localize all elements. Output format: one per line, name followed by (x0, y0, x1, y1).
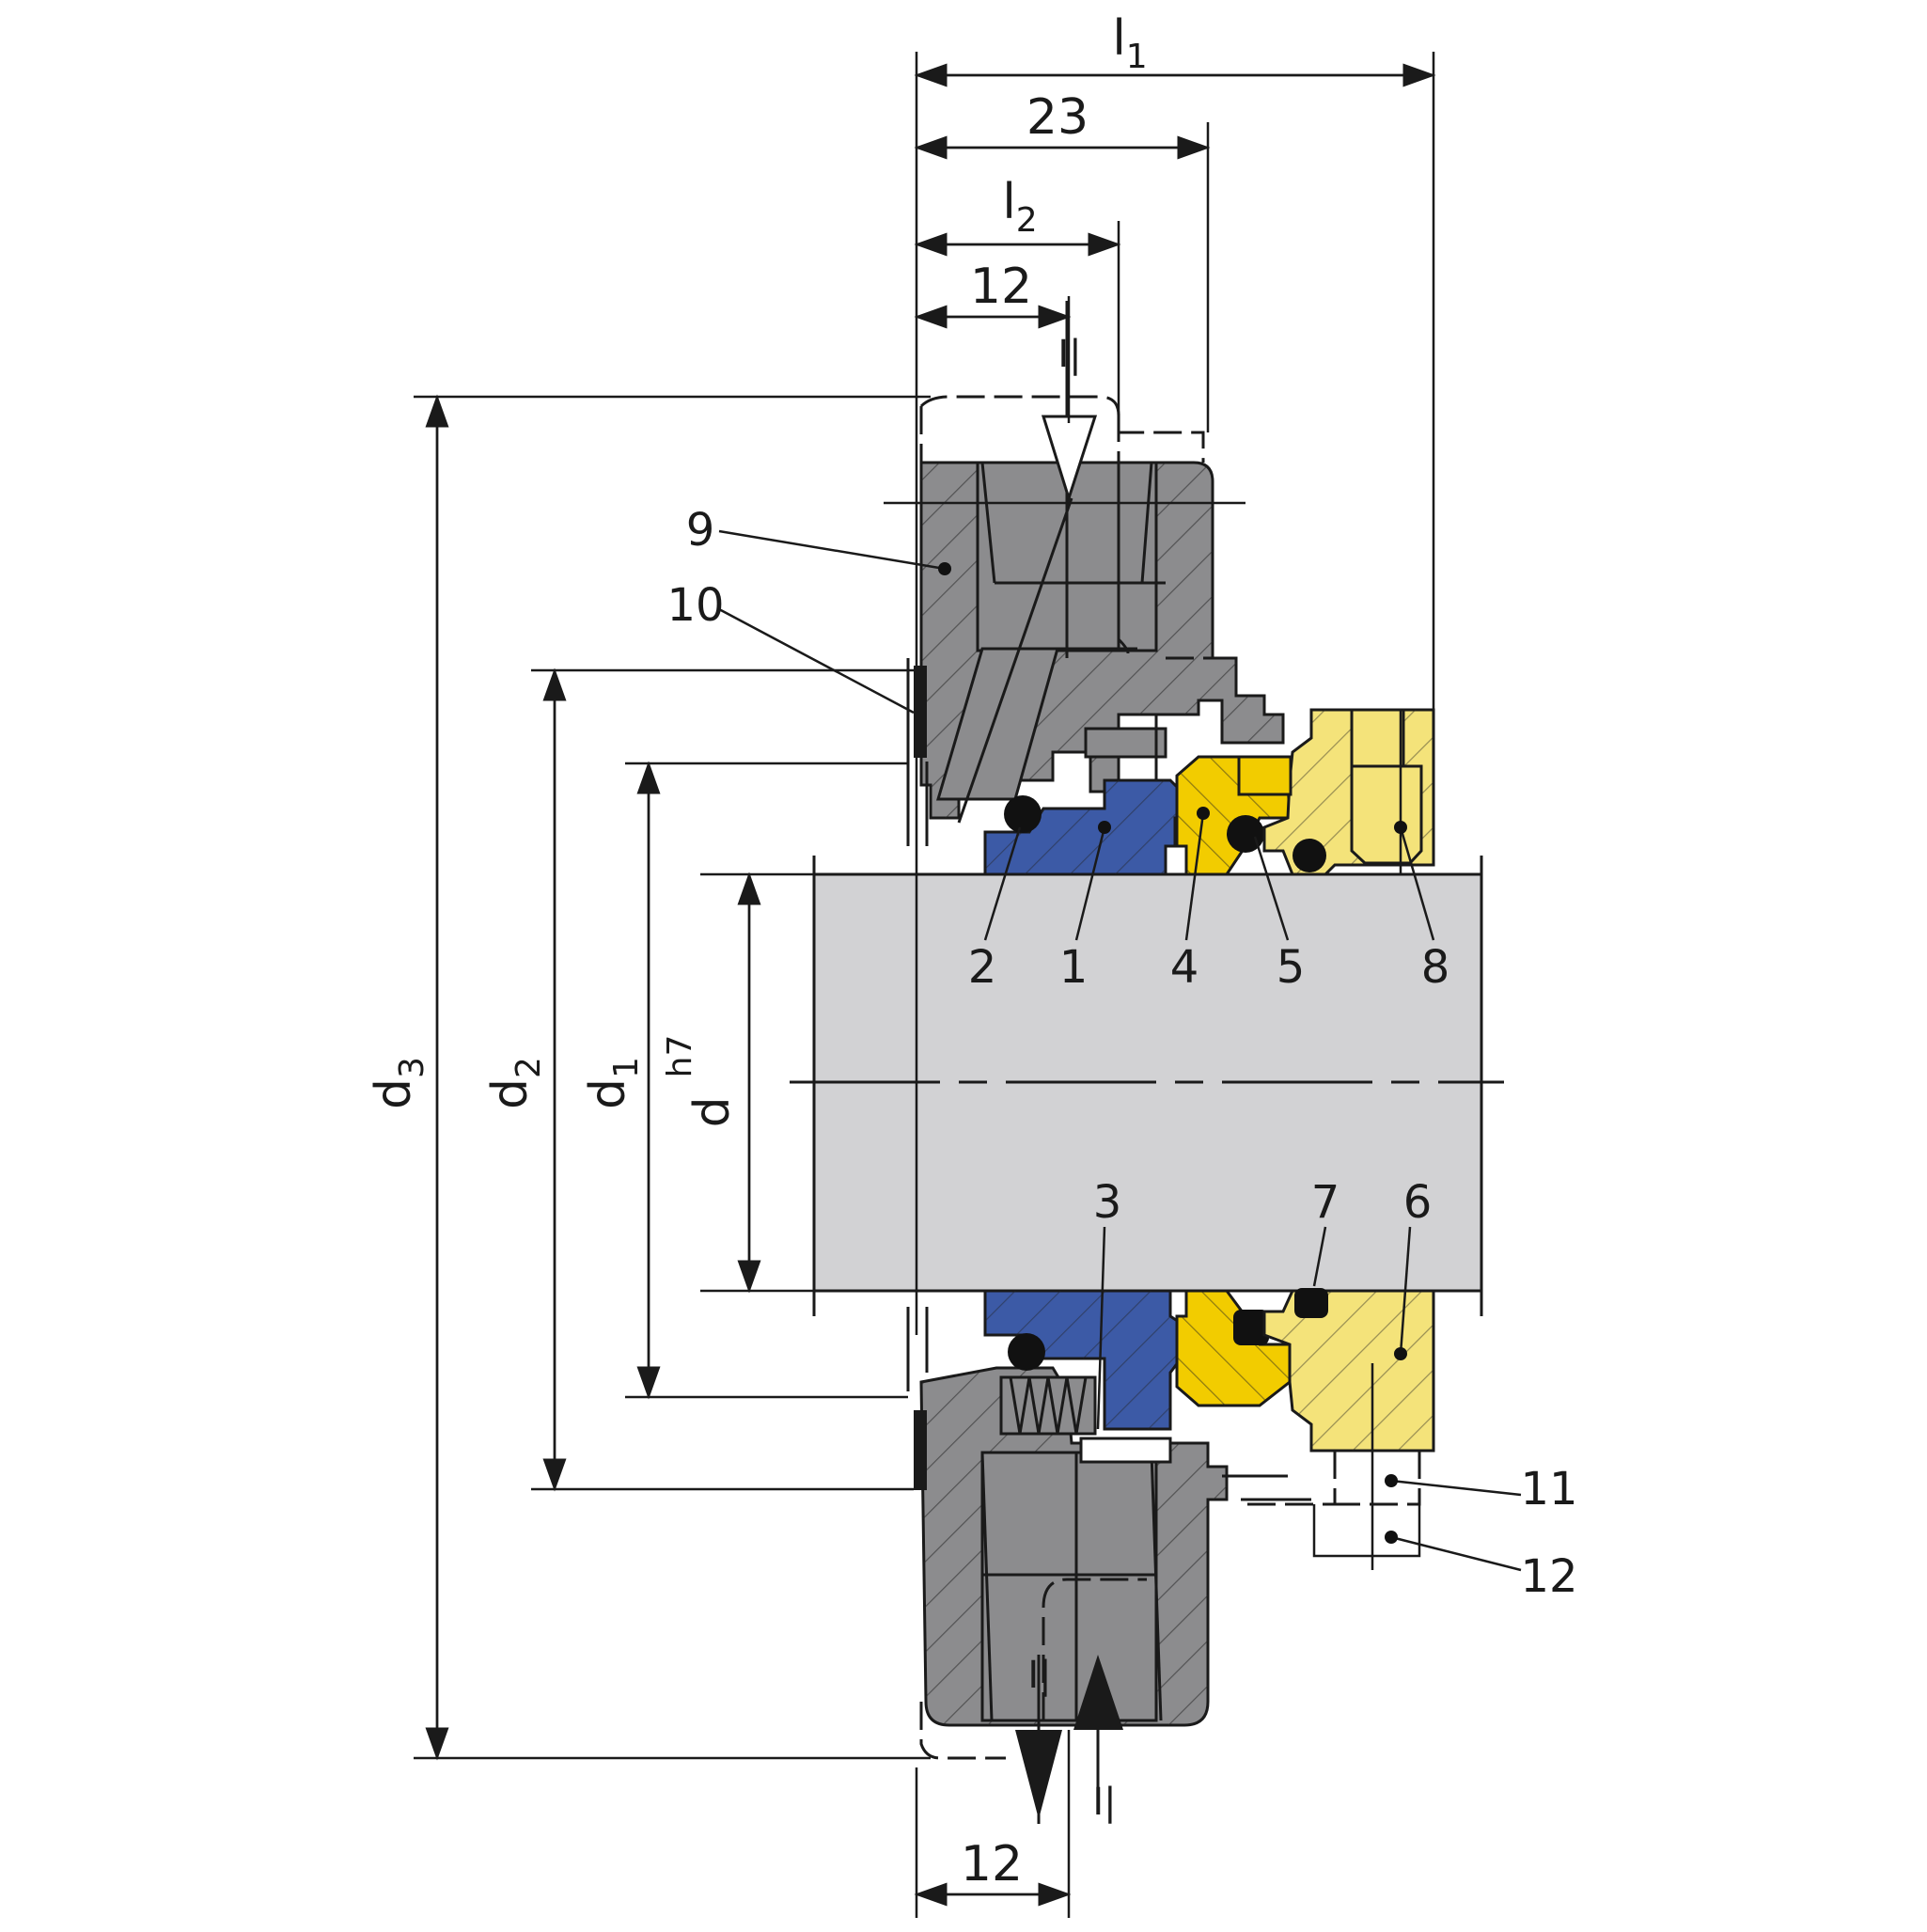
callout-12: 12 (1520, 1550, 1577, 1603)
callout-1: 1 (1059, 941, 1089, 994)
oring-5-top (1227, 815, 1264, 853)
callout-4: 4 (1170, 941, 1199, 994)
stationary-seat-bottom (1175, 1289, 1292, 1407)
oring-7-bottom (1294, 1288, 1328, 1318)
dim-23: 23 (1026, 89, 1089, 146)
callout-7: 7 (1311, 1176, 1340, 1229)
callout-6: 6 (1403, 1176, 1433, 1229)
gasket-bottom (914, 1410, 927, 1490)
callout-2: 2 (968, 941, 997, 994)
dim-l1: l1 (1112, 10, 1147, 76)
dim-d-h7: dh7 (661, 1035, 741, 1128)
dim-12-bottom: 12 (961, 1836, 1023, 1893)
callout-10: 10 (666, 579, 724, 632)
dim-d2: d2 (482, 1057, 548, 1109)
diameter-dimensions (414, 394, 931, 1761)
callout-9: 9 (686, 504, 715, 557)
callout-3: 3 (1093, 1176, 1122, 1229)
callout-leaders (718, 529, 1522, 1572)
dim-l2: l2 (1002, 174, 1037, 240)
flow-mark-bottom-out: I| (1027, 1654, 1051, 1697)
rotating-ring-bottom (983, 1289, 1186, 1464)
oring-2-top (1004, 795, 1042, 833)
inlet-arrow-bottom (1073, 1655, 1123, 1730)
dim-d3: d3 (366, 1057, 431, 1109)
rotating-ring-top (983, 715, 1186, 876)
dim-12-top: 12 (970, 259, 1032, 315)
callout-11: 11 (1520, 1463, 1577, 1516)
flow-mark-bottom-in: I| (1092, 1781, 1116, 1824)
horizontal-dimensions (914, 52, 1436, 1918)
oring-7-top (1292, 839, 1326, 872)
gland-housing-top (884, 301, 1285, 824)
shaft (790, 856, 1504, 1316)
sleeve-collar-bottom (1241, 1289, 1435, 1570)
oring-5-bottom (1233, 1310, 1269, 1345)
callout-dots (938, 562, 1407, 1544)
oring-2-bottom (1008, 1333, 1045, 1371)
dim-d1: d1 (580, 1057, 646, 1109)
callout-8: 8 (1421, 941, 1450, 994)
sleeve-collar-top (1237, 708, 1435, 876)
callout-5: 5 (1277, 941, 1306, 994)
